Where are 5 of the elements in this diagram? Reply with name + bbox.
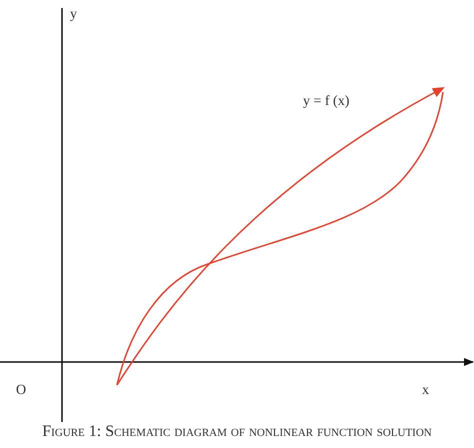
figure-caption: Figure 1: Schematic diagram of nonlinear function solution [41,424,433,440]
axis-label: x [422,384,429,398]
origin-label: O [16,384,26,398]
axis-label: y [70,8,77,22]
function-label: y = f (x) [303,95,350,109]
